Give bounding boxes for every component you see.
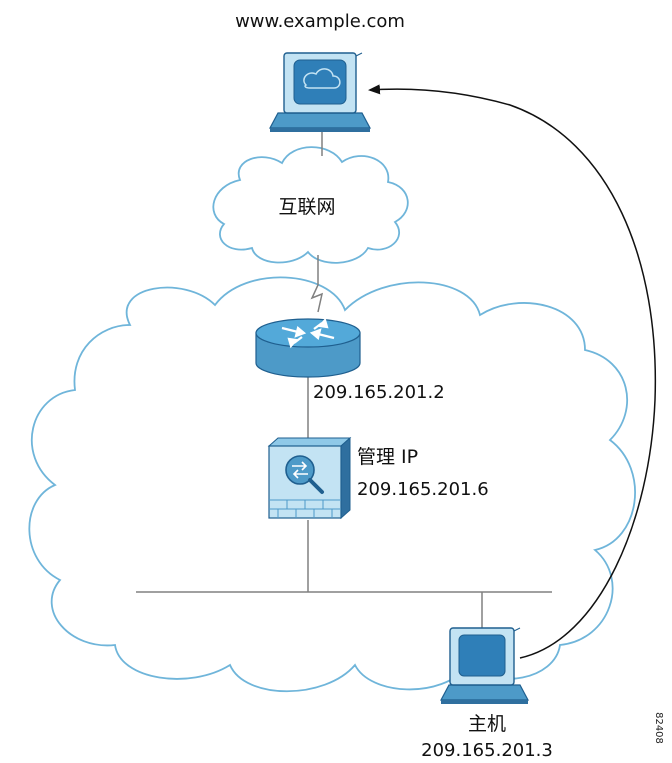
router-icon	[255, 317, 361, 378]
asa-ip-label: 209.165.201.6	[357, 479, 489, 500]
web-server-label: www.example.com	[235, 11, 405, 32]
router-ip-label: 209.165.201.2	[313, 382, 445, 403]
asa-title-label: 管理 IP	[357, 446, 418, 468]
host-title-label: 主机	[468, 713, 506, 735]
figure-id: 82408	[653, 712, 664, 744]
web-server-icon	[269, 52, 371, 132]
asa-firewall-icon	[267, 436, 352, 520]
internet-label: 互联网	[278, 196, 335, 218]
internet-cloud	[212, 146, 409, 264]
access-arrow	[368, 84, 657, 659]
internet-router-wan-link	[310, 255, 324, 313]
host-pc-icon	[440, 627, 529, 704]
host-ip-label: 209.165.201.3	[421, 740, 553, 761]
